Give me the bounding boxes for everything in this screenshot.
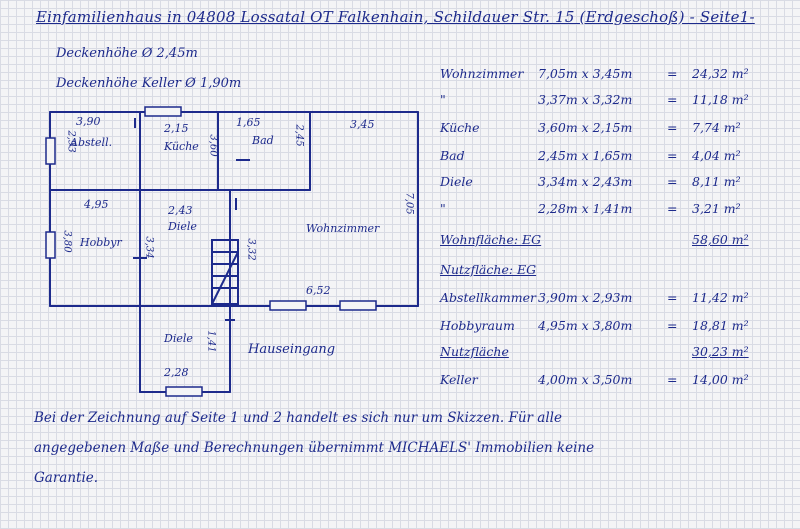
nutzflaeche-row-label: Nutzfläche [440, 344, 509, 359]
area-result-2: 7,74 m² [692, 120, 741, 135]
area-room-2: Küche [440, 120, 480, 135]
area-room-3: Bad [440, 148, 465, 163]
area-room-4: Diele [440, 174, 473, 189]
keller-result-0: 14,00 m² [692, 372, 749, 387]
disclaimer-line-3: Garantie. [34, 470, 99, 486]
keller-calc-0: 4,00m x 3,50m [538, 372, 633, 387]
keller-room-0: Keller [440, 372, 478, 387]
hobby-height: 3,80 [61, 230, 73, 253]
ceiling-height: Deckenhöhe Ø 2,45m [56, 46, 198, 61]
nutz-room-0: Abstellkammer [440, 290, 536, 305]
area-result-0: 24,32 m² [692, 66, 749, 81]
nutz-eq-1: = [667, 318, 678, 333]
wohn-height: 7,05 [403, 192, 415, 215]
nutzflaeche-label: Nutzfläche: EG [440, 262, 537, 277]
hobby-width: 4,95 [84, 198, 109, 211]
bad-name: Bad [252, 134, 274, 147]
wohnflaeche-total: 58,60 m² [692, 232, 749, 247]
area-eq-5: = [667, 201, 678, 216]
kueche-name: Küche [164, 140, 199, 153]
area-eq-3: = [667, 148, 678, 163]
entrance-name: Hauseingang [248, 342, 336, 357]
wohn-name: Wohnzimmer [306, 222, 380, 235]
diele2-width: 2,28 [164, 366, 189, 379]
abstell-width: 3,90 [76, 115, 101, 128]
area-result-1: 11,18 m² [692, 92, 749, 107]
area-calc-1: 3,37m x 3,32m [538, 92, 633, 107]
wohnflaeche-label: Wohnfläche: EG [440, 232, 542, 247]
nutz-calc-0: 3,90m x 2,93m [538, 290, 633, 305]
diele-width: 2,43 [168, 204, 193, 217]
kueche-width: 2,15 [164, 122, 189, 135]
nutz-result-0: 11,42 m² [692, 290, 749, 305]
kueche-height: 3,60 [207, 134, 219, 157]
diele2-height: 1,41 [205, 330, 217, 353]
abstell-name: Abstell. [70, 136, 113, 149]
area-room-5: " [440, 201, 446, 216]
area-calc-2: 3,60m x 2,15m [538, 120, 633, 135]
page-title: Einfamilienhaus in 04808 Lossatal OT Fal… [36, 8, 755, 26]
area-eq-4: = [667, 174, 678, 189]
nutz-result-1: 18,81 m² [692, 318, 749, 333]
area-eq-1: = [667, 92, 678, 107]
area-calc-5: 2,28m x 1,41m [538, 201, 633, 216]
ceiling-height-cellar: Deckenhöhe Keller Ø 1,90m [56, 76, 242, 91]
area-result-4: 8,11 m² [692, 174, 741, 189]
hobby-name: Hobbyr [80, 236, 122, 249]
area-room-0: Wohnzimmer [440, 66, 524, 81]
nutzflaeche-total: 30,23 m² [692, 344, 749, 359]
disclaimer-line-1: Bei der Zeichnung auf Seite 1 und 2 hand… [34, 410, 562, 426]
area-calc-0: 7,05m x 3,45m [538, 66, 633, 81]
stair-dim: 3,32 [245, 238, 257, 261]
bad-height: 2,45 [293, 124, 305, 147]
diele2-name: Diele [164, 332, 193, 345]
area-result-3: 4,04 m² [692, 148, 741, 163]
diele-height: 3,34 [143, 236, 155, 259]
area-eq-0: = [667, 66, 678, 81]
area-result-5: 3,21 m² [692, 201, 741, 216]
disclaimer-line-2: angegebenen Maße und Berechnungen überni… [34, 440, 595, 456]
keller-eq-0: = [667, 372, 678, 387]
area-eq-2: = [667, 120, 678, 135]
area-calc-3: 2,45m x 1,65m [538, 148, 633, 163]
wohn-width: 3,45 [350, 118, 375, 131]
bad-width: 1,65 [236, 116, 261, 129]
front-dim: 6,52 [306, 284, 331, 297]
area-room-1: " [440, 92, 446, 107]
area-calc-4: 3,34m x 2,43m [538, 174, 633, 189]
nutz-eq-0: = [667, 290, 678, 305]
diele-name: Diele [168, 220, 197, 233]
nutz-calc-1: 4,95m x 3,80m [538, 318, 633, 333]
nutz-room-1: Hobbyraum [440, 318, 515, 333]
